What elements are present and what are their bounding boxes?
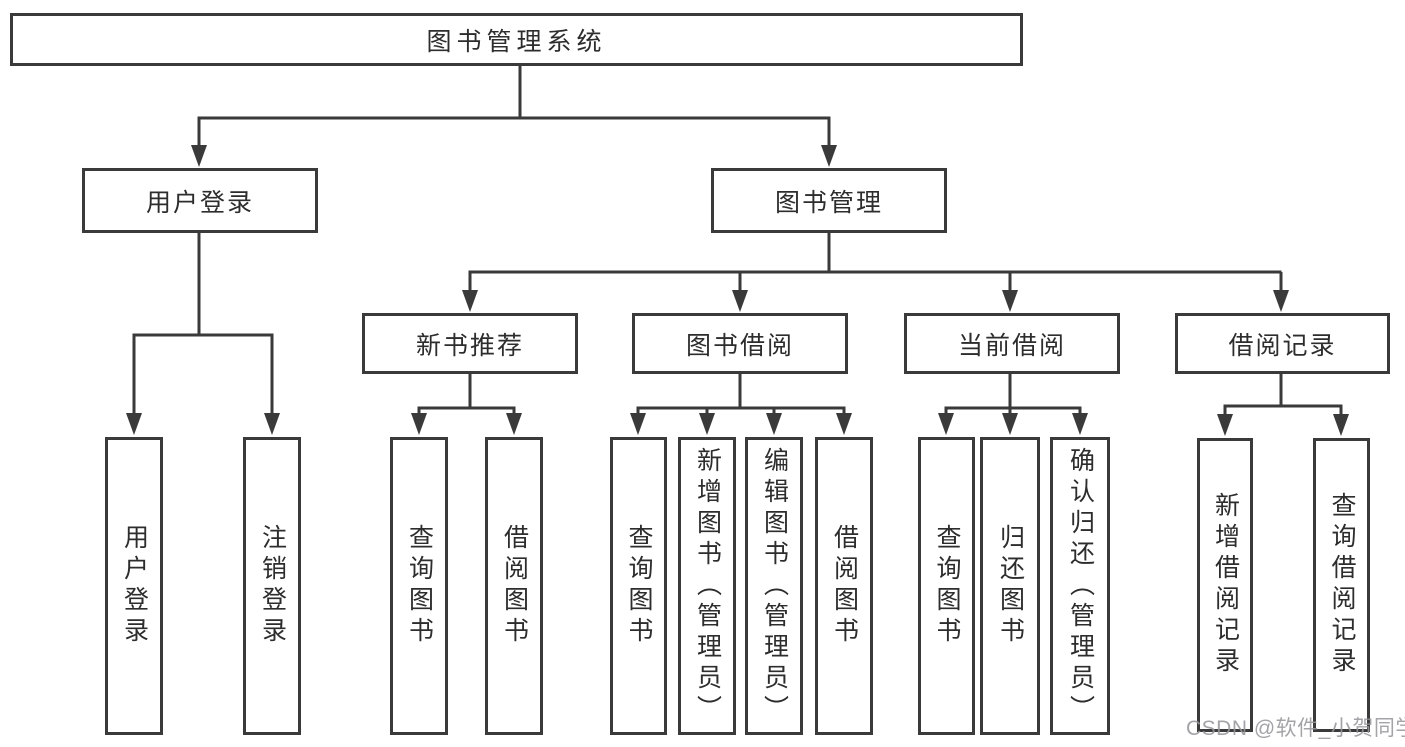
node-label: 用户登录 — [120, 524, 149, 648]
node-label: 查询图书 — [625, 524, 653, 648]
node-label: 借阅图书 — [500, 524, 529, 648]
node-label: 查询图书 — [405, 524, 434, 648]
leaf-edit-books-admin: 编辑图书（管理员） — [745, 437, 803, 735]
node-label: 借阅图书 — [830, 524, 859, 648]
node-label: 新增借阅记录 — [1211, 492, 1240, 678]
leaf-query-borrow-record: 查询借阅记录 — [1313, 438, 1370, 732]
leaf-query-books-recommend: 查询图书 — [390, 437, 448, 735]
leaf-return-books: 归还图书 — [980, 437, 1040, 735]
node-label: 新增图书（管理员） — [693, 446, 722, 726]
node-book-management: 图书管理 — [711, 168, 947, 233]
leaf-user-login: 用户登录 — [105, 437, 163, 735]
node-label: 新书推荐 — [415, 331, 524, 360]
leaf-borrow-books-borrowing: 借阅图书 — [815, 437, 873, 735]
csdn-watermark: CSDN @软件_小贺同学 — [1186, 717, 1405, 740]
node-label: 查询借阅记录 — [1328, 492, 1356, 678]
node-label: 编辑图书（管理员） — [760, 446, 789, 726]
node-library-management-system: 图书管理系统 — [10, 13, 1023, 66]
leaf-confirm-return-admin: 确认归还（管理员） — [1050, 437, 1110, 735]
node-label: 注销登录 — [258, 524, 287, 648]
node-label: 归还图书 — [996, 524, 1025, 648]
node-label: 图书管理系统 — [426, 27, 607, 56]
node-label: 用户登录 — [145, 188, 254, 217]
node-label: 查询图书 — [933, 524, 961, 648]
node-label: 借阅记录 — [1228, 331, 1337, 360]
node-label: 图书管理 — [774, 188, 883, 217]
leaf-borrow-books-recommend: 借阅图书 — [485, 437, 543, 735]
node-user-login: 用户登录 — [82, 168, 318, 233]
node-borrowing-records: 借阅记录 — [1175, 313, 1390, 374]
node-current-borrowing: 当前借阅 — [904, 313, 1120, 374]
node-label: 当前借阅 — [957, 331, 1066, 360]
node-book-borrowing: 图书借阅 — [632, 313, 848, 374]
leaf-logout-login: 注销登录 — [243, 437, 301, 735]
leaf-query-books-borrowing: 查询图书 — [610, 437, 667, 735]
node-label: 图书借阅 — [685, 331, 794, 360]
leaf-add-borrow-record: 新增借阅记录 — [1197, 438, 1253, 732]
node-new-book-recommendation: 新书推荐 — [362, 313, 578, 374]
leaf-query-books-current: 查询图书 — [918, 437, 975, 735]
node-label: 确认归还（管理员） — [1066, 446, 1095, 726]
leaf-add-books-admin: 新增图书（管理员） — [678, 437, 736, 735]
